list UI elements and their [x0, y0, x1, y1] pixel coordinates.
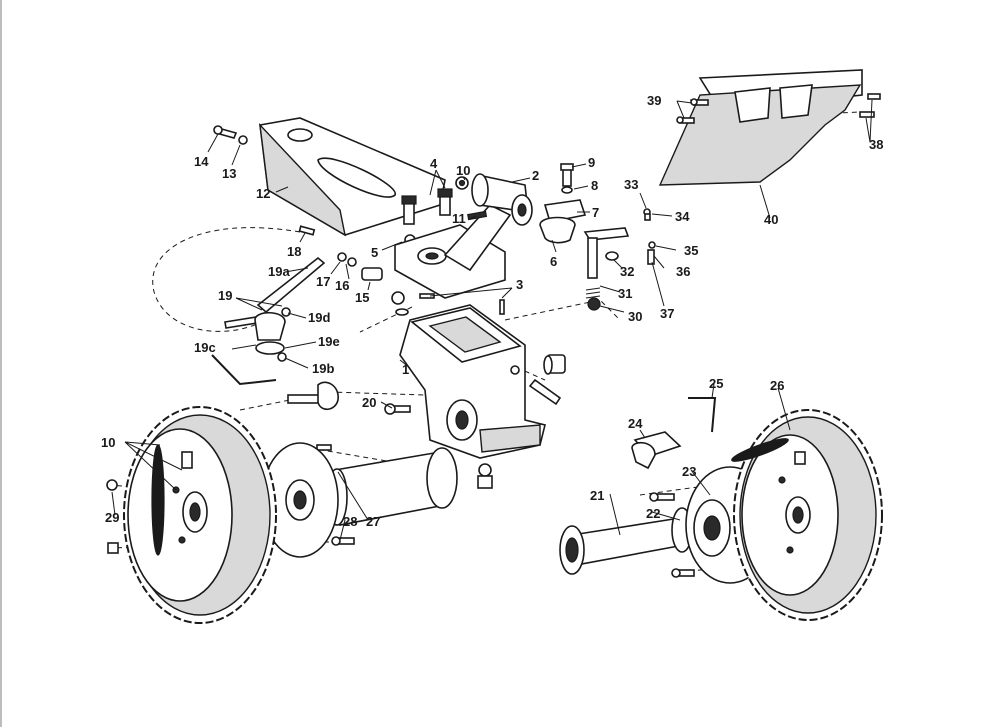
wheel-part-26: [731, 409, 883, 621]
label-10-top: 10: [456, 163, 470, 178]
clamp-part-7: [539, 199, 587, 244]
bolt-part-27-28: [316, 444, 355, 546]
top-cover-part-12: [259, 117, 446, 237]
label-12: 12: [256, 186, 270, 201]
washer-part-8: [561, 186, 573, 194]
label-8: 8: [591, 178, 598, 193]
label-3: 3: [516, 277, 523, 292]
nut-part-30: [587, 297, 601, 311]
label-32: 32: [620, 264, 634, 279]
part-labels: 1 2 3 4 5 6 7 8 9 10 10 11 12 13 14 15 1…: [101, 93, 883, 529]
spring-part-31: [585, 287, 601, 299]
label-10-left: 10: [101, 435, 115, 450]
label-18: 18: [287, 244, 301, 259]
assembly-guide-2: [504, 299, 621, 321]
cable-end-part-18: [298, 225, 316, 236]
wheel-left: [123, 406, 277, 624]
label-15: 15: [355, 290, 369, 305]
label-38: 38: [869, 137, 883, 152]
label-19: 19: [218, 288, 232, 303]
nut-part-29: [106, 479, 119, 554]
leader-lines: [111, 99, 873, 541]
label-27: 27: [366, 514, 380, 529]
label-34: 34: [675, 209, 690, 224]
label-25: 25: [709, 376, 723, 391]
label-23: 23: [682, 464, 696, 479]
label-2: 2: [532, 168, 539, 183]
adjuster-part-15: [361, 267, 383, 281]
label-1: 1: [402, 362, 409, 377]
bolt-part-20: [384, 403, 411, 415]
left-border: [0, 0, 2, 727]
label-21: 21: [590, 488, 604, 503]
rod-part-25: [688, 397, 717, 433]
label-19e: 19e: [318, 334, 340, 349]
label-13: 13: [222, 166, 236, 181]
label-19d: 19d: [308, 310, 330, 325]
cable-loop-guide: [152, 227, 301, 332]
gearbox-housing-part-1: [399, 304, 546, 459]
axle-tube-part-21: [559, 517, 685, 575]
label-28: 28: [343, 514, 357, 529]
label-17: 17: [316, 274, 330, 289]
label-33: 33: [624, 177, 638, 192]
shift-fork-left: [287, 381, 339, 411]
label-11: 11: [452, 211, 466, 226]
lever-part-19: [224, 256, 326, 362]
label-16: 16: [335, 278, 349, 293]
shift-fork-part-24: [631, 431, 682, 470]
label-5: 5: [371, 245, 378, 260]
label-39: 39: [647, 93, 661, 108]
label-31: 31: [618, 286, 632, 301]
plugs-near-housing: [391, 291, 566, 489]
label-26: 26: [770, 378, 784, 393]
label-7: 7: [592, 205, 599, 220]
deflector-part-40: [658, 69, 863, 186]
label-6: 6: [550, 254, 557, 269]
label-9: 9: [588, 155, 595, 170]
label-19c: 19c: [194, 340, 216, 355]
label-20: 20: [362, 395, 376, 410]
label-40: 40: [764, 212, 778, 227]
bolts-part-38-39: [676, 93, 881, 124]
hub-plate-left: [261, 442, 339, 558]
label-30: 30: [628, 309, 642, 324]
label-4: 4: [430, 156, 438, 171]
lever-part-6: [583, 227, 630, 279]
ring-part-32: [605, 251, 619, 261]
label-35: 35: [684, 243, 698, 258]
nut-part-10-top: [455, 176, 469, 190]
label-14: 14: [194, 154, 209, 169]
nut-part-16-17: [337, 252, 357, 267]
label-29: 29: [105, 510, 119, 525]
label-36: 36: [676, 264, 690, 279]
label-19a: 19a: [268, 264, 290, 279]
label-37: 37: [660, 306, 674, 321]
bolt-part-9: [560, 163, 574, 187]
rod-part-19c: [211, 354, 277, 386]
arm-part-2: [443, 173, 533, 272]
fittings-part-33-37: [643, 208, 656, 265]
label-22: 22: [646, 506, 660, 521]
label-19b: 19b: [312, 361, 334, 376]
bolts-right-hub: [649, 492, 695, 578]
label-24: 24: [628, 416, 643, 431]
washer-part-13: [238, 135, 248, 145]
